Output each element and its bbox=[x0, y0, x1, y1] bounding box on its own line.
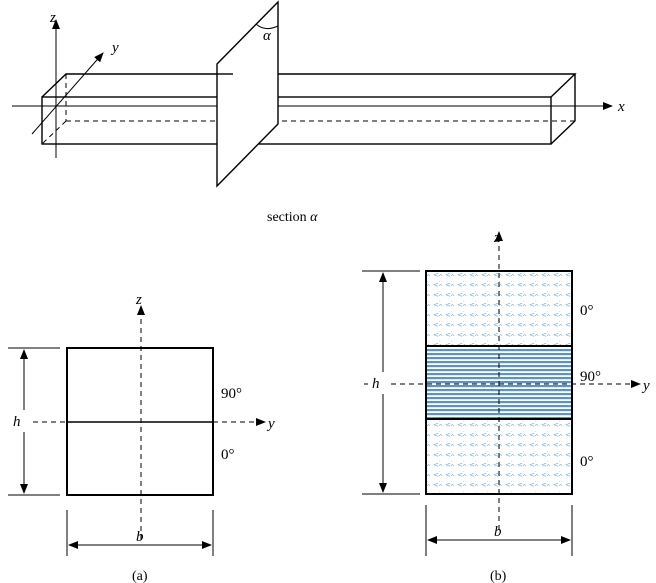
beam-figure: α x z y section α bbox=[12, 0, 625, 225]
width-label-a: b bbox=[136, 529, 144, 545]
z-axis-label-a: z bbox=[135, 292, 142, 308]
ply-angle-90-a: 90° bbox=[221, 386, 242, 402]
y-axis-label: y bbox=[110, 40, 119, 56]
dim-label-bg bbox=[368, 372, 390, 394]
section-caption: section α bbox=[267, 210, 318, 225]
ply-90-stripe bbox=[427, 361, 571, 364]
panel-a: z y h b 90° 0° (a) bbox=[8, 292, 275, 583]
ply-90-stripe bbox=[427, 405, 571, 408]
beam-top-face bbox=[41, 73, 577, 98]
beam-end-face bbox=[550, 74, 576, 145]
ply-angle-90-b: 90° bbox=[580, 369, 601, 385]
panel-b: z y h b 0° 90° 0° (b) bbox=[362, 230, 650, 583]
ply-90-stripe bbox=[427, 349, 571, 352]
ply-90-stripe bbox=[427, 385, 571, 388]
z-axis-label: z bbox=[49, 10, 56, 26]
caption-a: (a) bbox=[132, 569, 148, 583]
ply-angle-0-top-b: 0° bbox=[580, 303, 594, 319]
beam-hidden-edge bbox=[41, 120, 67, 145]
caption-b: (b) bbox=[490, 569, 507, 583]
ply-90-stripe bbox=[427, 377, 571, 380]
angle-label: α bbox=[263, 28, 272, 44]
width-label-b: b bbox=[494, 524, 502, 540]
angle-arc bbox=[255, 23, 279, 30]
beam-front-face bbox=[41, 96, 552, 145]
ply-90-stripe bbox=[427, 369, 571, 372]
y-axis-label-a: y bbox=[266, 416, 275, 432]
ply-angle-0-bottom-b: 0° bbox=[580, 454, 594, 470]
height-label-a: h bbox=[13, 414, 21, 430]
section-caption-text: section bbox=[267, 210, 307, 225]
y-axis-label-b: y bbox=[641, 378, 650, 394]
dim-label-bg bbox=[8, 410, 30, 432]
section-plane bbox=[216, 0, 279, 188]
height-label-b: h bbox=[372, 376, 380, 392]
z-axis-label-b: z bbox=[493, 230, 500, 246]
section-caption-symbol: α bbox=[310, 210, 318, 225]
ply-angle-0-a: 0° bbox=[221, 447, 235, 463]
y-axis bbox=[31, 52, 104, 135]
ply-90-stripe bbox=[427, 413, 571, 416]
x-axis-label: x bbox=[617, 99, 625, 115]
ply-90-stripe bbox=[427, 397, 571, 400]
